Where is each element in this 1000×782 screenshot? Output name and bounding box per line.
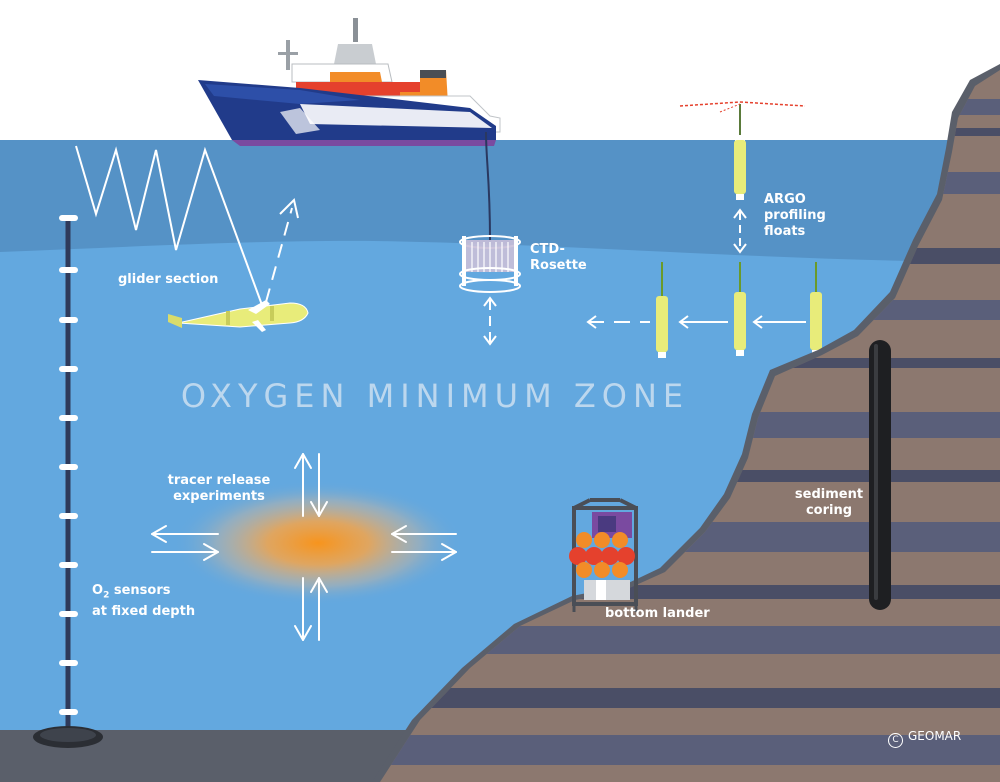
argo-label-line2: profiling (764, 208, 826, 223)
bottom-lander-icon (569, 498, 638, 612)
sediment-coring-label: sediment coring (782, 487, 876, 519)
o2-sensors-label: O2 sensors at fixed depth (92, 583, 195, 620)
copyright-icon: C (888, 733, 903, 748)
glider-ascent-arrow (265, 198, 299, 303)
sediment-label-line2: coring (805, 503, 853, 518)
o2-subscript: 2 (103, 590, 110, 601)
ctd-label-line2: Rosette (530, 258, 587, 273)
argo-label-line3: floats (764, 224, 806, 239)
ctd-label-line1: CTD- (530, 242, 565, 257)
o2-symbol: O (92, 583, 104, 598)
tracer-cloud-icon (173, 481, 463, 605)
copyright-notice: C GEOMAR (888, 728, 961, 748)
glider-path (75, 145, 263, 306)
argo-float-icon (656, 101, 822, 358)
ctd-vertical-arrow (483, 296, 497, 346)
copyright-text: GEOMAR (908, 729, 962, 743)
oxygen-minimum-zone-title: OXYGEN MINIMUM ZONE (180, 377, 690, 415)
ctd-wire (485, 131, 491, 241)
tracer-arrows (151, 453, 457, 641)
tracer-release-label: tracer release experiments (158, 473, 280, 505)
sediment-core-icon (869, 340, 891, 610)
tracer-label-line2: experiments (173, 489, 265, 504)
o2-sensors-text: sensors (109, 583, 171, 598)
mooring-icon (33, 215, 103, 748)
o2-label-line2: at fixed depth (92, 603, 196, 619)
tracer-label-line1: tracer release (167, 473, 271, 488)
ctd-rosette-label: CTD- Rosette (530, 242, 587, 274)
sediment-label-line1: sediment (794, 487, 864, 502)
argo-label-line1: ARGO (764, 192, 806, 207)
argo-floats-label: ARGO profiling floats (764, 192, 826, 240)
glider-section-label: glider section (118, 272, 219, 287)
bottom-lander-label: bottom lander (605, 606, 710, 621)
o2-label-line1: O2 sensors (92, 583, 195, 604)
research-ship-icon (198, 18, 501, 146)
glider-icon (168, 300, 309, 332)
argo-arrows (586, 208, 806, 329)
ctd-rosette-icon (459, 235, 521, 293)
surface-water (0, 140, 1000, 262)
